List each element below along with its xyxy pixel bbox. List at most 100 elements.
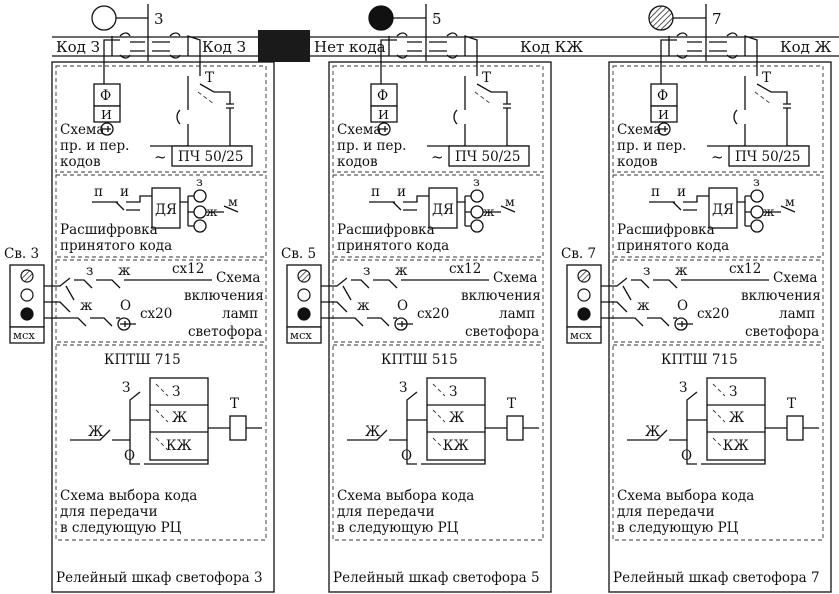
select-label-line-2: для передачи [337, 504, 435, 520]
filter-label: Ф [377, 88, 388, 104]
signal-label: Св. 3 [4, 246, 39, 262]
signal-head-5: Св. 5 мсх [281, 246, 322, 344]
lamp-circuit-sx20: сх20 [417, 306, 449, 322]
kptsh-relay-t: Т [507, 396, 516, 412]
diode-icon [377, 122, 391, 136]
lamp-contact-o: О [677, 298, 688, 314]
kptsh-title: КПТШ 715 [661, 352, 738, 368]
lamp-label-line-4: светофора [745, 324, 819, 340]
signal-head-3: Св. 3 мсх [4, 246, 45, 344]
lamp-contact-zh-2: ж [637, 298, 650, 314]
decode-label-line-2: принятого кода [337, 238, 449, 254]
lamp-contact-z: з [363, 263, 370, 279]
lamp-circuit-sx12: сх12 [729, 261, 761, 277]
rx-tx-label-line-3: кодов [60, 154, 101, 170]
kptsh-box-zh: Ж [172, 410, 188, 426]
cabinet-label: Релейный шкаф светофора 3 [56, 570, 263, 586]
select-label-line-1: Схема выбора кода [617, 488, 754, 504]
msx-label: мсх [290, 328, 312, 342]
decode-input-p: п [94, 184, 103, 200]
code-label-3: Нет кода [314, 38, 386, 56]
msx-label: мсх [13, 328, 35, 342]
signal-7: 7 [648, 4, 722, 32]
relay-cabinet-7: Ф И Т ~ ПЧ 50/25 Схема пр. и пер. кодов … [601, 32, 832, 593]
kptsh-contact-z: З [122, 380, 130, 396]
lamp-contact-o: О [120, 298, 131, 314]
kptsh-box-kzh: КЖ [166, 438, 192, 454]
lamp-label-line-4: светофора [465, 324, 539, 340]
pulse-relay-label: И [378, 107, 389, 122]
transmitter-relay-label: Т [482, 70, 491, 86]
insulating-joints [147, 32, 707, 61]
lamp-contact-z: з [643, 263, 650, 279]
diode-icon [100, 122, 114, 136]
lamp-contact-zh-2: ж [80, 298, 93, 314]
signal-3-number: 3 [154, 10, 164, 28]
kptsh-title: КПТШ 515 [381, 352, 458, 368]
cabinet-label: Релейный шкаф светофора 7 [613, 570, 820, 586]
signal-7-number: 7 [712, 10, 722, 28]
decode-label-line-1: Расшифровка [617, 222, 715, 238]
lamp-contact-z: з [86, 263, 93, 279]
lamp-label-line-3: ламп [779, 306, 815, 322]
filter-label: Ф [657, 88, 668, 104]
lamp-diode-icon [674, 317, 688, 331]
decode-relay-label: ДЯ [712, 202, 734, 218]
kptsh-box-z: З [449, 384, 457, 400]
decode-label-line-1: Расшифровка [337, 222, 435, 238]
kptsh-contact-zh: Ж [645, 424, 661, 440]
kptsh-relay-t: Т [230, 396, 239, 412]
lamp-circuit-sx20: сх20 [140, 306, 172, 322]
frequency-converter-label: ПЧ 50/25 [455, 149, 520, 165]
ac-source-icon: ~ [431, 148, 444, 166]
select-label-line-1: Схема выбора кода [337, 488, 474, 504]
frequency-converter-label: ПЧ 50/25 [178, 149, 243, 165]
filter-label: Ф [100, 88, 111, 104]
signal-3-lamp [91, 5, 117, 31]
code-label-2: Код З [202, 38, 246, 56]
lamp-circuit-sx20: сх20 [697, 306, 729, 322]
rx-tx-label-line-3: кодов [337, 154, 378, 170]
lamp-diode-icon [117, 317, 131, 331]
signal-5-lamp [368, 5, 394, 31]
lamp-label-line-1: Схема [493, 270, 537, 286]
relay-cabinet-5: Ф И Т ~ ПЧ 50/25 Схема пр. и пер. кодов … [321, 32, 552, 593]
code-label-4: Код КЖ [520, 38, 583, 56]
frequency-converter-label: ПЧ 50/25 [735, 149, 800, 165]
decode-label-line-2: принятого кода [617, 238, 729, 254]
decode-out-m: м [228, 194, 238, 209]
rx-tx-label-line-2: пр. и пер. [60, 138, 129, 154]
lamp-contact-zh: ж [675, 263, 688, 279]
kptsh-box-z: З [729, 384, 737, 400]
lamp-label-line-1: Схема [773, 270, 817, 286]
ac-source-icon: ~ [154, 148, 167, 166]
pulse-relay-label: И [101, 107, 112, 122]
decode-label-line-1: Расшифровка [60, 222, 158, 238]
decode-relay-label: ДЯ [155, 202, 177, 218]
rx-tx-label-line-2: пр. и пер. [337, 138, 406, 154]
cabinet-label: Релейный шкаф светофора 5 [333, 570, 540, 586]
select-label-line-2: для передачи [60, 504, 158, 520]
decode-out-m: м [505, 194, 515, 209]
decode-out-z: з [753, 174, 760, 189]
pulse-relay-label: И [658, 107, 669, 122]
decode-input-p: п [651, 184, 660, 200]
kptsh-contact-zh: Ж [365, 424, 381, 440]
kptsh-box-z: З [172, 384, 180, 400]
lamp-diode-icon [394, 317, 408, 331]
track-rails [52, 36, 839, 57]
transmitter-relay-label: Т [762, 70, 771, 86]
lamp-contact-zh-2: ж [357, 298, 370, 314]
rx-tx-label-line-2: пр. и пер. [617, 138, 686, 154]
code-label-1: Код З [56, 38, 100, 56]
kptsh-relay-t: Т [787, 396, 796, 412]
lamp-label-line-4: светофора [188, 324, 262, 340]
msx-label: мсх [570, 328, 592, 342]
select-label-line-3: в следующую РЦ [60, 520, 182, 536]
select-label-line-3: в следующую РЦ [617, 520, 739, 536]
rx-tx-label-line-3: кодов [617, 154, 658, 170]
lamp-label-line-1: Схема [216, 270, 260, 286]
lamp-circuit-sx12: сх12 [449, 261, 481, 277]
signal-7-lamp [648, 5, 674, 31]
select-label-line-2: для передачи [617, 504, 715, 520]
